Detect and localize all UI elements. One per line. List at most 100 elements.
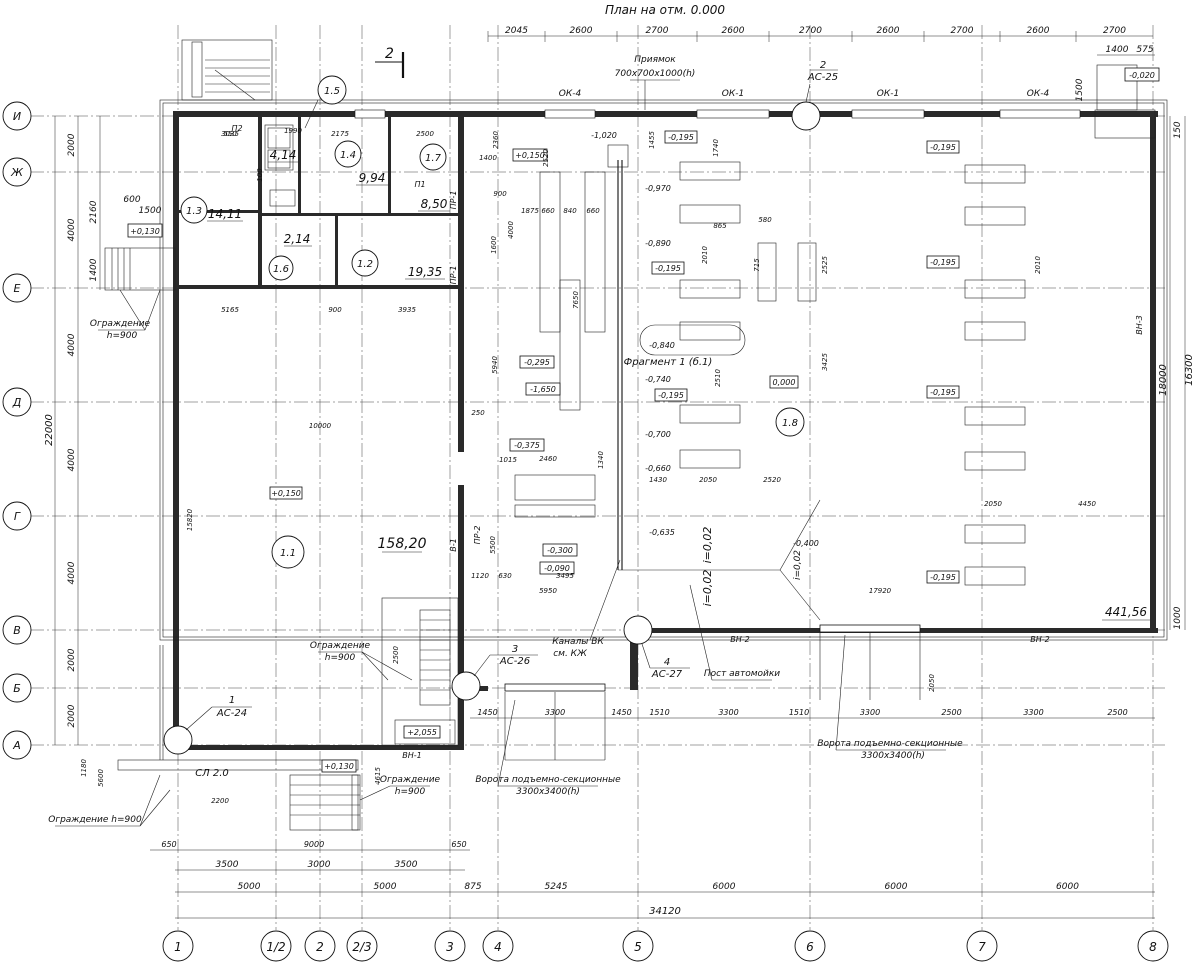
interior-dim-33: 17920 <box>869 587 892 595</box>
cut-label-2: 2 <box>385 46 394 62</box>
p2-label: П2 <box>231 124 242 133</box>
top-dim-6: 2700 <box>951 26 974 36</box>
top-dim-1: 2600 <box>570 26 593 36</box>
svg-text:-0,740: -0,740 <box>645 375 671 384</box>
axis-label-col-7: 6 <box>806 940 814 954</box>
ac25-label: АС-25 <box>807 72 838 83</box>
interior-dim-13: 1740 <box>712 139 720 157</box>
bottom-total-dim: 34120 <box>649 906 681 917</box>
detail-ref-ac26 <box>451 671 481 701</box>
svg-text:-0,195: -0,195 <box>930 573 956 582</box>
interior-dim-19: 4000 <box>507 221 515 239</box>
axis-bubble-col-0 <box>162 930 194 962</box>
interior-dim-8: 1990 <box>284 127 302 135</box>
axis-bubble-col-7 <box>794 930 826 962</box>
axis-label-col-6: 5 <box>634 940 642 954</box>
axis-bubble-row-0 <box>2 101 32 131</box>
slope-2: i=0,02 <box>701 570 714 607</box>
interior-dim-11: 2360 <box>492 131 500 149</box>
axis-bubble-col-6 <box>622 930 654 962</box>
svg-text:-0,295: -0,295 <box>524 358 550 367</box>
axis-bubble-col-5 <box>482 930 514 962</box>
svg-text:-0,840: -0,840 <box>649 341 675 350</box>
detail-ref-ac24 <box>163 725 193 755</box>
bottom-dim-r3-1: 5000 <box>374 882 397 892</box>
fragment-label: Фрагмент 1 (б.1) <box>624 356 713 368</box>
interior-dim-43: 580 <box>758 216 772 224</box>
left-entrance-steps <box>104 247 176 291</box>
interior-dim-1: 2175 <box>331 130 349 138</box>
interior-dim-2: 2500 <box>416 130 434 138</box>
top-dim-8: 2700 <box>1103 26 1126 36</box>
ac24-label: АС-24 <box>216 708 247 719</box>
top-dim-5: 2600 <box>877 26 900 36</box>
room-1-4-area: 9,94 <box>359 171 386 185</box>
gate-dim-2: 1450 <box>611 708 631 717</box>
bottom-dim-r3-0: 5000 <box>238 882 261 892</box>
bottom-dim-r3-5: 6000 <box>885 882 908 892</box>
axis-label-row-3: Д <box>12 396 22 409</box>
ok4-right: ОК-4 <box>1027 89 1050 99</box>
gate-dim-9: 2500 <box>1107 708 1127 717</box>
svg-text:-0,375: -0,375 <box>514 441 540 450</box>
dimension-lines <box>54 35 1186 919</box>
left-dim-inner-3: 600 <box>123 195 140 205</box>
svg-text:-0,195: -0,195 <box>930 388 956 397</box>
svg-text:-0,970: -0,970 <box>645 184 671 193</box>
room-1-2-area: 19,35 <box>408 265 442 279</box>
right-dim-inner-3: 1500 <box>1075 78 1085 101</box>
svg-text:1.7: 1.7 <box>425 153 442 164</box>
svg-text:-0,890: -0,890 <box>645 239 671 248</box>
room-1-5-area: 4,14 <box>270 148 297 162</box>
svg-text:-0,195: -0,195 <box>930 143 956 152</box>
interior-dim-29: 1120 <box>471 572 489 580</box>
svg-text:-0,660: -0,660 <box>645 464 671 473</box>
svg-text:-0,700: -0,700 <box>645 430 671 439</box>
svg-text:-1,020: -1,020 <box>591 131 617 140</box>
interior-dim-36: 2520 <box>763 476 781 484</box>
detail-ref-ac27 <box>623 615 653 645</box>
left-dim-mid-1: 4000 <box>67 333 77 356</box>
interior-dim-44: 865 <box>713 222 727 230</box>
svg-text:-0,020: -0,020 <box>1129 71 1155 80</box>
fence-left-h: h=900 <box>107 331 138 341</box>
room-1-8-area: 441,56 <box>1105 605 1147 619</box>
svg-text:-0,195: -0,195 <box>668 133 694 142</box>
gate-dim-0: 1450 <box>477 708 497 717</box>
axis-label-col-8: 7 <box>978 940 986 954</box>
bottom-dim-r1-0: 650 <box>161 840 176 849</box>
vn2a-label: ВН-2 <box>730 635 749 644</box>
bottom-dim-r2-0: 3500 <box>216 860 239 870</box>
axis-bubble-col-4 <box>434 930 466 962</box>
pit-top-right <box>1094 64 1156 139</box>
axis-bubble-row-6 <box>2 673 32 703</box>
left-dim-mid-4: 2000 <box>67 648 77 671</box>
interior-dim-37: 4450 <box>1078 500 1096 508</box>
ok1-b: ОК-1 <box>877 89 899 99</box>
interior-dim-35: 2050 <box>699 476 717 484</box>
svg-text:3: 3 <box>512 644 518 655</box>
axis-label-col-2: 2 <box>316 940 324 954</box>
svg-text:4: 4 <box>664 657 670 668</box>
gate-right-size: 3300х3400(h) <box>861 751 925 761</box>
axis-label-row-6: Б <box>13 682 21 695</box>
room-1-6-area: 2,14 <box>284 232 311 246</box>
axis-label-col-0: 1 <box>174 940 182 954</box>
gate-right-label: Ворота подъемно-секционные <box>817 739 963 749</box>
svg-text:-0,195: -0,195 <box>655 264 681 273</box>
left-dim-mid-3: 4000 <box>67 561 77 584</box>
interior-dim-23: 5940 <box>491 356 499 374</box>
interior-dim-40: 2525 <box>821 256 829 274</box>
left-dim-mid-0: 4000 <box>67 218 77 241</box>
gate-left-label: Ворота подъемно-секционные <box>475 775 621 785</box>
axis-bubble-row-3 <box>2 387 32 417</box>
detail-ref-ac25 <box>791 101 821 131</box>
interior-dim-53: 550 <box>223 130 237 138</box>
bottom-entrance-steps <box>117 759 361 831</box>
axis-label-row-7: А <box>12 739 21 752</box>
top-windows <box>354 109 1081 119</box>
interior-dim-21: 900 <box>493 190 507 198</box>
svg-text:-0,195: -0,195 <box>930 258 956 267</box>
slope-1: i=0,02 <box>701 527 714 564</box>
